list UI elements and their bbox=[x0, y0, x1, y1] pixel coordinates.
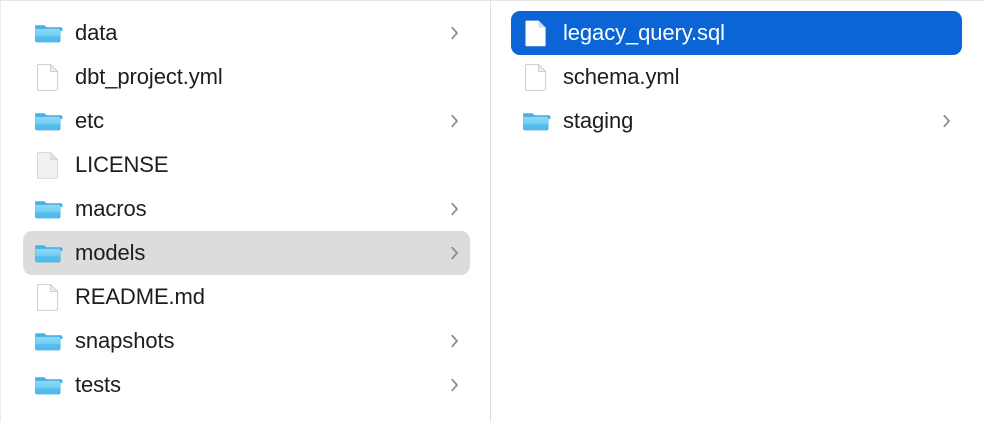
item-label: schema.yml bbox=[563, 64, 680, 89]
item-label: data bbox=[75, 20, 118, 45]
chevron-right-icon bbox=[448, 112, 462, 130]
item-label: LICENSE bbox=[75, 152, 169, 177]
chevron-right-icon bbox=[448, 200, 462, 218]
item-label: etc bbox=[75, 108, 105, 133]
folder-icon bbox=[33, 18, 63, 48]
file-row[interactable]: LICENSE bbox=[23, 143, 470, 187]
folder-row[interactable]: etc bbox=[23, 99, 470, 143]
file-row[interactable]: schema.yml bbox=[511, 55, 962, 99]
chevron-right-icon bbox=[448, 332, 462, 350]
item-label: snapshots bbox=[75, 328, 175, 353]
item-label: dbt_project.yml bbox=[75, 64, 223, 89]
item-label: tests bbox=[75, 372, 121, 397]
item-label: README.md bbox=[75, 284, 205, 309]
folder-row[interactable]: tests bbox=[23, 363, 470, 407]
folder-row[interactable]: models bbox=[23, 231, 470, 275]
file-row[interactable]: legacy_query.sql bbox=[511, 11, 962, 55]
chevron-right-icon bbox=[940, 112, 954, 130]
folder-icon bbox=[33, 194, 63, 224]
folder-row[interactable]: data bbox=[23, 11, 470, 55]
folder-icon bbox=[33, 106, 63, 136]
chevron-right-icon bbox=[448, 376, 462, 394]
item-label: models bbox=[75, 240, 146, 265]
folder-icon bbox=[521, 106, 551, 136]
document-icon bbox=[33, 282, 63, 312]
item-label: staging bbox=[563, 108, 634, 133]
folder-row[interactable]: snapshots bbox=[23, 319, 470, 363]
document-icon bbox=[33, 62, 63, 92]
folder-icon bbox=[33, 326, 63, 356]
file-row[interactable]: README.md bbox=[23, 275, 470, 319]
folder-icon bbox=[33, 370, 63, 400]
folder-row[interactable]: staging bbox=[511, 99, 962, 143]
document-plain-icon bbox=[33, 150, 63, 180]
item-label: macros bbox=[75, 196, 147, 221]
document-icon bbox=[521, 62, 551, 92]
folder-row[interactable]: macros bbox=[23, 187, 470, 231]
file-row[interactable]: dbt_project.yml bbox=[23, 55, 470, 99]
document-icon bbox=[521, 18, 551, 48]
item-label: legacy_query.sql bbox=[563, 20, 725, 45]
chevron-right-icon bbox=[448, 244, 462, 262]
models-contents-column: legacy_query.sql schema.yml staging bbox=[491, 1, 984, 422]
chevron-right-icon bbox=[448, 24, 462, 42]
folder-icon bbox=[33, 238, 63, 268]
